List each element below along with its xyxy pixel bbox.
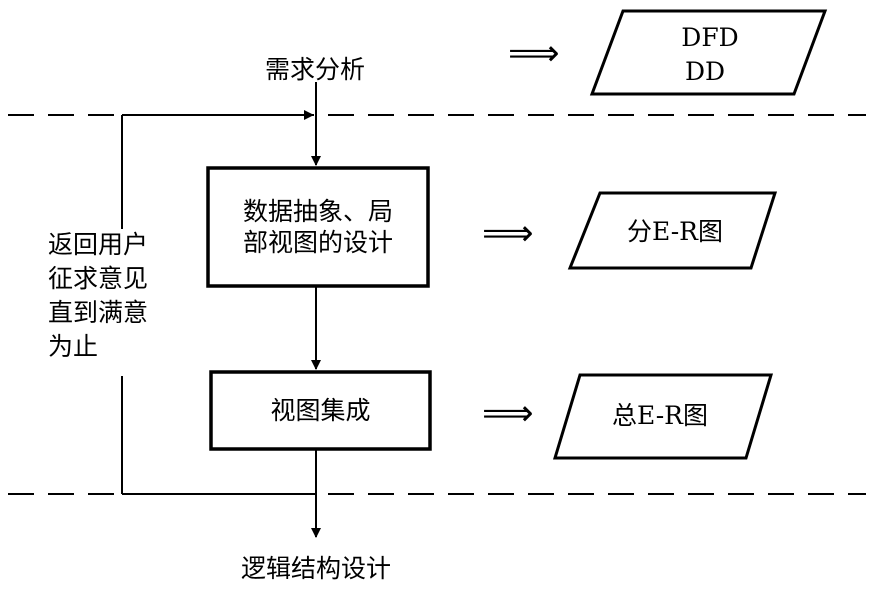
- feedback-label-line-4: 为止: [48, 332, 99, 361]
- requirements-analysis-label: 需求分析: [264, 55, 365, 84]
- implies-arrow-1-icon: ⟹: [508, 33, 560, 74]
- output-dfd-label: DFD: [681, 23, 739, 52]
- feedback-label-line-2: 征求意见: [48, 264, 149, 293]
- process-box-abstraction: [206, 166, 430, 288]
- feedback-label-line-1: 返回用户: [48, 230, 149, 259]
- feedback-label-line-3: 直到满意: [48, 298, 149, 327]
- abstraction-box-line-1: 数据抽象、局: [242, 197, 393, 226]
- output-partial-er-label: 分E-R图: [627, 217, 723, 246]
- implies-arrow-3-icon: ⟹: [482, 393, 534, 434]
- process-box-integration: [209, 370, 432, 451]
- output-parallelogram-partial-er: [567, 191, 778, 270]
- implies-arrow-2-icon: ⟹: [482, 213, 534, 254]
- output-parallelogram-global-er: [552, 373, 774, 460]
- output-dd-label: DD: [684, 57, 726, 86]
- abstraction-box-line-2: 部视图的设计: [242, 228, 393, 257]
- output-parallelogram-dfd-dd: [589, 9, 828, 96]
- integration-box-label: 视图集成: [270, 396, 371, 425]
- logical-design-label: 逻辑结构设计: [240, 554, 391, 583]
- output-global-er-label: 总E-R图: [612, 401, 708, 430]
